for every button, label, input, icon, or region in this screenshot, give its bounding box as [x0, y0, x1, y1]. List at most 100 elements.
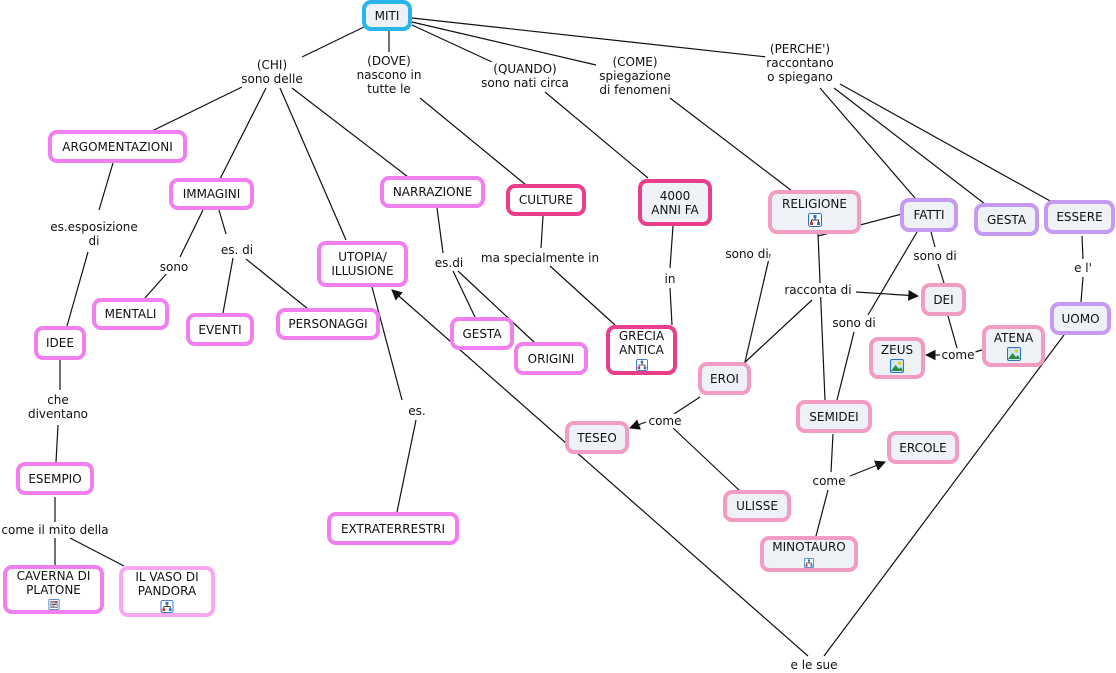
link-line — [817, 233, 826, 401]
concept-il-vaso-di-pandora[interactable]: IL VASO DI PANDORA — [119, 566, 215, 617]
concept-label: PERSONAGGI — [288, 317, 368, 331]
concept-argomentazioni[interactable]: ARGOMENTAZIONI — [48, 130, 187, 163]
link-phrase-come-dei: come — [940, 348, 976, 362]
link-phrase-sono-di-eroi: sono di — [724, 247, 770, 261]
link-phrase-racconta-di: racconta di — [783, 283, 853, 297]
concept-extraterrestri[interactable]: EXTRATERRESTRI — [327, 512, 459, 545]
concept-ercole[interactable]: ERCOLE — [887, 431, 959, 464]
link-phrase-perche: (PERCHE') raccontano o spiegano — [765, 42, 835, 84]
concept-label: DEI — [933, 292, 954, 307]
concept-religione[interactable]: RELIGIONE — [768, 190, 861, 234]
link-line — [291, 87, 409, 178]
concept-idee[interactable]: IDEE — [34, 326, 86, 360]
concept-label: ORIGINI — [527, 351, 575, 366]
link-line — [396, 419, 417, 513]
link-phrase-ma-specialmente: ma specialmente in — [479, 251, 601, 265]
concept-personaggi[interactable]: PERSONAGGI — [276, 308, 380, 340]
concept-uomo[interactable]: UOMO — [1050, 302, 1111, 335]
link-line — [66, 251, 89, 327]
link-line — [673, 396, 701, 415]
concept-label: NARRAZIONE — [392, 185, 473, 199]
link-line — [741, 299, 813, 366]
concept-esempio[interactable]: ESEMPIO — [16, 462, 94, 495]
concept-label: ERCOLE — [899, 440, 947, 455]
concept-label: GRECIA ANTICA — [618, 329, 665, 357]
link-line — [245, 258, 309, 310]
link-line — [1081, 235, 1084, 260]
concept-label: CULTURE — [518, 193, 574, 207]
concept-culture[interactable]: CULTURE — [506, 184, 586, 216]
concept-label: GESTA — [986, 212, 1027, 227]
image-icon[interactable] — [890, 359, 904, 373]
link-line — [301, 26, 365, 58]
link-line — [98, 162, 114, 211]
link-phrase-es-di-immagini: es. di — [219, 243, 255, 257]
link-line — [544, 91, 649, 179]
concept-label: ESSERE — [1056, 210, 1103, 224]
link-phrase-come-il-mito: come il mito della — [0, 523, 110, 537]
concept-gesta-right[interactable]: GESTA — [974, 203, 1039, 236]
concept-4000-anni-fa[interactable]: 4000 ANNI FA — [638, 179, 712, 226]
link-line — [855, 289, 920, 301]
link-line — [839, 83, 1053, 203]
document-icon[interactable] — [47, 599, 61, 610]
link-phrase-quando: (QUANDO) sono nati circa — [480, 62, 570, 90]
concept-minotauro[interactable]: MINOTAURO — [760, 536, 858, 572]
link-line — [937, 263, 945, 284]
concept-zeus[interactable]: ZEUS — [869, 337, 925, 379]
concept-fatti[interactable]: FATTI — [900, 198, 958, 232]
link-phrase-sono-di-dei: sono di — [912, 249, 958, 263]
concept-label: SEMIDEI — [809, 409, 859, 424]
concept-miti[interactable]: MITI — [362, 0, 412, 31]
concept-narrazione[interactable]: NARRAZIONE — [380, 176, 485, 208]
link-line — [974, 349, 983, 353]
concept-label: UOMO — [1061, 311, 1100, 326]
link-line — [411, 21, 597, 66]
concept-semidei[interactable]: SEMIDEI — [796, 400, 872, 433]
concept-label: EXTRATERRESTRI — [340, 521, 446, 536]
link-phrase-e-l: e l' — [1073, 261, 1093, 275]
concept-immagini[interactable]: IMMAGINI — [169, 178, 254, 210]
concept-eventi[interactable]: EVENTI — [186, 313, 254, 346]
link-line — [849, 460, 887, 477]
link-line — [151, 86, 243, 132]
link-line — [947, 315, 958, 349]
concept-label: GESTA — [462, 326, 502, 341]
concept-teseo[interactable]: TESEO — [565, 421, 629, 454]
link-line — [452, 270, 476, 318]
concept-eroi[interactable]: EROI — [698, 362, 751, 395]
link-line — [549, 265, 616, 326]
concept-atena[interactable]: ATENA — [982, 325, 1045, 367]
concept-map-icon[interactable] — [802, 558, 816, 568]
concept-map-icon[interactable] — [807, 213, 822, 227]
link-line — [69, 537, 125, 567]
concept-caverna-di-platone[interactable]: CAVERNA DI PLATONE — [3, 565, 104, 614]
link-line — [540, 215, 544, 249]
concept-ulisse[interactable]: ULISSE — [723, 490, 791, 522]
link-line — [391, 289, 809, 657]
link-line — [669, 287, 673, 326]
concept-label: MITI — [374, 8, 400, 23]
concept-label: ULISSE — [736, 499, 778, 513]
link-line — [669, 225, 674, 269]
link-line — [411, 24, 493, 63]
link-line — [144, 271, 169, 299]
link-line — [1080, 276, 1084, 303]
image-icon[interactable] — [1006, 347, 1021, 361]
link-phrase-come-eroi: come — [647, 414, 683, 428]
concept-origini[interactable]: ORIGINI — [514, 342, 588, 375]
link-phrase-sono: sono — [158, 260, 190, 274]
concept-map-icon[interactable] — [635, 359, 649, 371]
link-line — [867, 231, 918, 316]
link-line — [222, 257, 234, 314]
concept-label: ZEUS — [880, 343, 914, 357]
concept-gesta-left[interactable]: GESTA — [450, 317, 514, 350]
concept-grecia-antica[interactable]: GRECIA ANTICA — [606, 325, 677, 375]
concept-dei[interactable]: DEI — [921, 283, 966, 316]
concept-essere[interactable]: ESSERE — [1044, 200, 1115, 234]
concept-utopia-illusione[interactable]: UTOPIA/ ILLUSIONE — [317, 241, 408, 287]
concept-mentali[interactable]: MENTALI — [92, 298, 169, 330]
concept-map-icon[interactable] — [160, 600, 174, 613]
link-line — [930, 231, 936, 248]
